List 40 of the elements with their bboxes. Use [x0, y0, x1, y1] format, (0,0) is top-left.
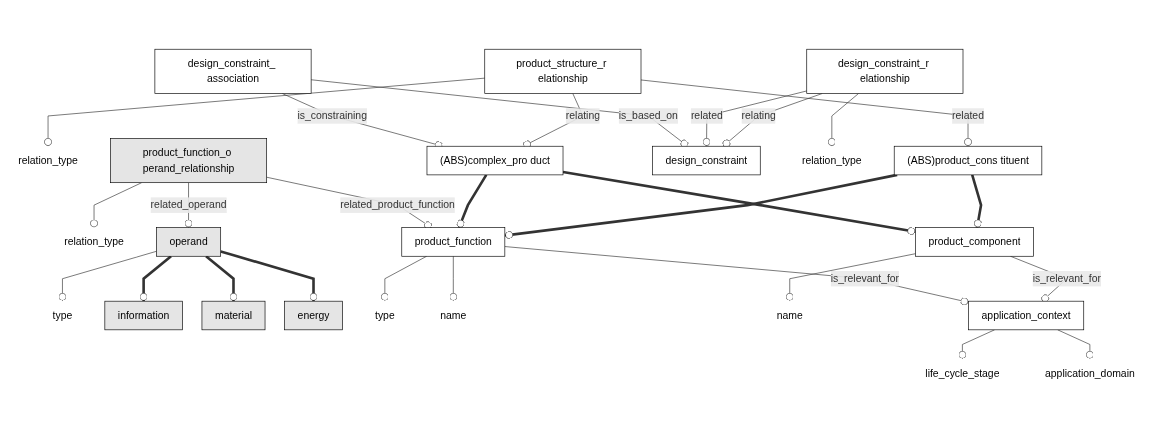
edge-label: is_relevant_for — [830, 272, 900, 284]
node-box: design_constraint_ association — [154, 48, 312, 94]
edge-label: related — [690, 110, 723, 122]
node-text: life_cycle_stage — [925, 367, 1000, 379]
node-box: product_function — [401, 227, 506, 257]
edge-label: related_product_function — [340, 199, 455, 211]
edge-label: relating — [565, 110, 600, 122]
connector — [504, 173, 898, 239]
connector — [220, 250, 318, 302]
edge-label: relating — [741, 110, 776, 122]
node-text: type — [52, 309, 73, 321]
node-box: energy — [284, 300, 343, 331]
node-box: material — [201, 300, 266, 331]
node-text: application_domain — [1045, 367, 1135, 379]
node-box: design_constraint — [652, 145, 761, 176]
node-box: (ABS)complex_pro duct — [426, 145, 564, 176]
node-text: relation_type — [64, 236, 124, 248]
edge-label: related_operand — [150, 199, 227, 211]
edge-label: is_relevant_for — [1032, 272, 1101, 284]
connector — [970, 174, 983, 228]
edge-label: related — [952, 110, 984, 122]
node-box: product_structure_r elationship — [484, 48, 642, 94]
connector — [456, 174, 488, 229]
node-box: information — [104, 300, 183, 331]
node-box: product_component — [915, 227, 1034, 257]
connector — [205, 255, 238, 302]
connector — [139, 255, 172, 302]
edge-label: is_constraining — [297, 110, 367, 122]
node-text: name — [440, 309, 467, 321]
connector — [562, 170, 916, 235]
node-box: application_context — [968, 300, 1085, 331]
node-box: design_constraint_r elationship — [806, 48, 964, 94]
node-text: relation_type — [802, 154, 862, 166]
node-box: operand — [156, 227, 221, 257]
node-text: name — [776, 309, 803, 321]
node-box: product_function_o perand_relationship — [110, 138, 267, 183]
node-text: relation_type — [18, 154, 78, 166]
node-box: (ABS)product_cons tituent — [893, 145, 1043, 176]
edge-label: is_based_on — [618, 110, 678, 122]
node-text: type — [375, 309, 395, 321]
